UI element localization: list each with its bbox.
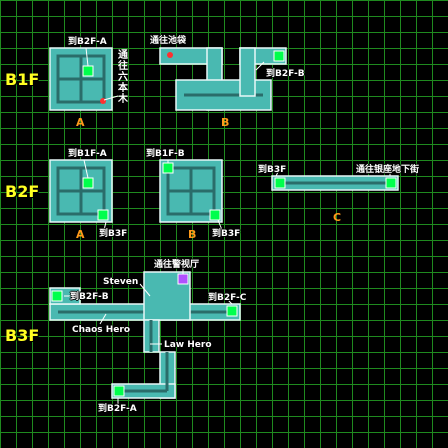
label-b3f-to-b2f-b: 到B2F-B — [70, 292, 109, 302]
marker-b1f-b: B — [221, 116, 230, 129]
label-b1f-to-ikebukuro: 通往池袋 — [150, 36, 187, 46]
leader-lines — [64, 47, 391, 404]
label-b2f-to-b1f-b: 到B1F-B — [146, 149, 185, 159]
label-b1f-to-roppongi: 通往六本木 — [118, 50, 128, 105]
b3f-stairs-b2f-b[interactable] — [51, 290, 63, 302]
b2f-stairs-b3f-west[interactable] — [97, 209, 109, 221]
b2f-stairs-b1f-b[interactable] — [162, 162, 174, 174]
label-b3f-to-police: 通往警视厅 — [154, 260, 200, 270]
label-b3f-steven: Steven — [103, 277, 139, 287]
b1f-stairs-a[interactable] — [82, 65, 94, 77]
floor-label-b1f: B1F — [5, 70, 40, 89]
b3f-exit-police[interactable] — [177, 273, 189, 285]
b3f-stairs-b2f-c[interactable] — [226, 305, 238, 317]
label-b2f-to-b3f-3: 到B3F — [258, 165, 287, 175]
label-b3f-to-b2f-c: 到B2F-C — [208, 293, 247, 303]
label-b1f-to-b2f-a: 到B2F-A — [68, 37, 107, 47]
label-b3f-law-hero: Law Hero — [164, 340, 212, 350]
b2f-exit-ginza[interactable] — [385, 177, 397, 189]
b1f-stairs-b[interactable] — [273, 50, 285, 62]
b1f-area — [49, 47, 287, 111]
floor-label-b2f: B2F — [5, 182, 40, 201]
b2f-stairs-b1f-a[interactable] — [82, 177, 94, 189]
b3f-steven-pointer — [139, 283, 151, 297]
marker-b2f-b: B — [188, 228, 197, 241]
b1f-exit-ikebukuro[interactable] — [167, 52, 173, 58]
b1f-exit-roppongi[interactable] — [100, 98, 106, 104]
marker-b1f-a: A — [76, 116, 85, 129]
label-b3f-chaos-hero: Chaos Hero — [72, 325, 131, 335]
b1f-room-east-v — [239, 47, 256, 97]
floor-label-b3f: B3F — [5, 326, 40, 345]
label-b3f-to-b2f-a: 到B2F-A — [98, 404, 137, 414]
label-b2f-to-b3f-2: 到B3F — [212, 229, 241, 239]
b3f-area — [49, 271, 241, 399]
label-b1f-to-b2f-b: 到B2F-B — [266, 69, 305, 79]
label-b2f-to-ginza: 通往银座地下街 — [356, 165, 420, 175]
marker-b2f-c: C — [333, 211, 342, 224]
b2f-area — [49, 159, 399, 223]
b3f-chaos-pointer — [99, 313, 107, 325]
b3f-stairs-b2f-a[interactable] — [113, 385, 125, 397]
marker-b2f-a: A — [76, 228, 85, 241]
label-b2f-to-b3f-1: 到B3F — [99, 229, 128, 239]
b2f-stairs-b3f-east[interactable] — [274, 177, 286, 189]
b2f-stairs-b3f-center[interactable] — [209, 209, 221, 221]
label-b2f-to-b1f-a: 到B1F-A — [68, 149, 107, 159]
